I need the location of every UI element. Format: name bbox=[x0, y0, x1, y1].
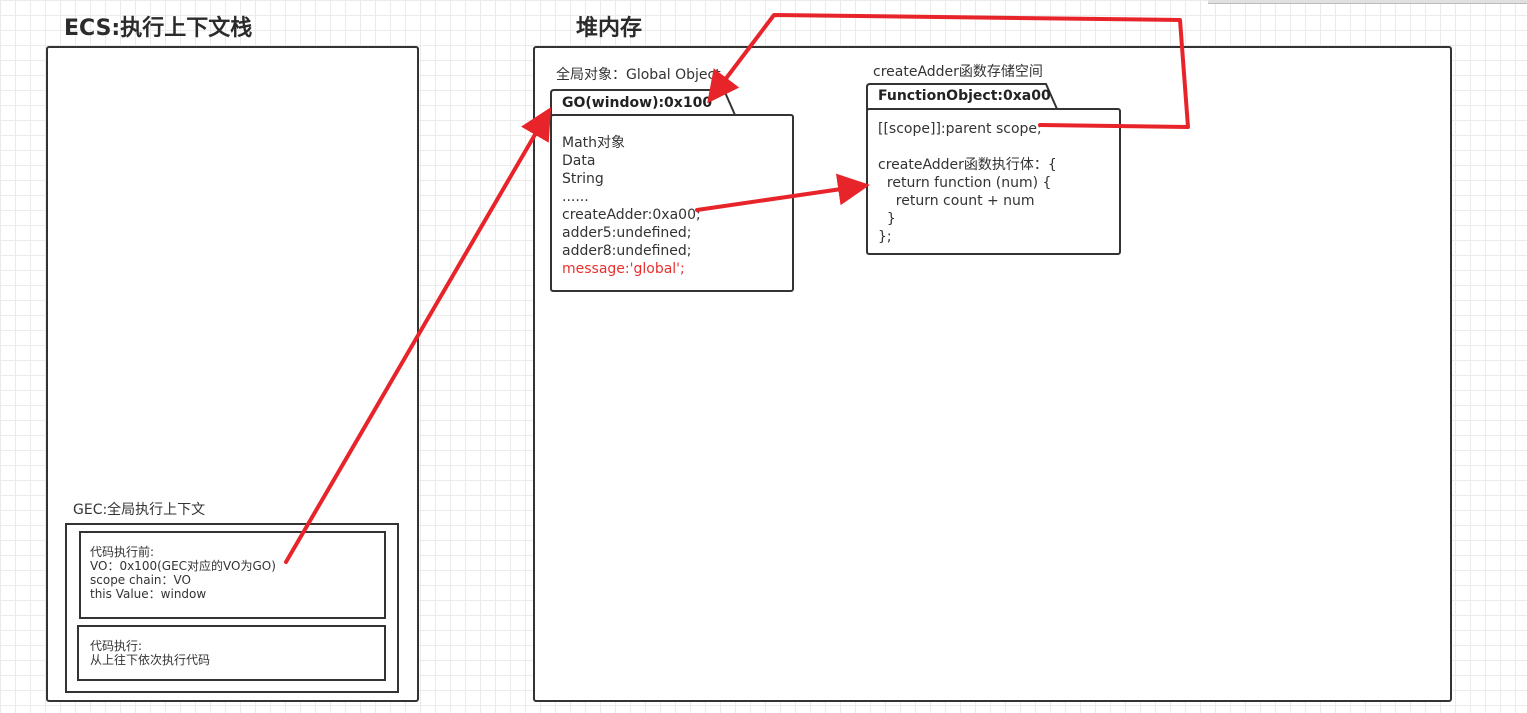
before-exec-line: 代码执行前: bbox=[90, 545, 155, 559]
fn-body-line: createAdder函数执行体：{ bbox=[878, 157, 1057, 173]
before-exec-line: this Value：window bbox=[90, 587, 207, 601]
go-line: adder5:undefined; bbox=[562, 225, 692, 241]
go-line: adder8:undefined; bbox=[562, 243, 692, 259]
go-line: Data bbox=[562, 153, 596, 169]
go-message-line: message:'global'; bbox=[562, 261, 685, 277]
go-line: String bbox=[562, 171, 604, 187]
go-line: ...... bbox=[562, 189, 589, 205]
before-exec-line: scope chain：VO bbox=[90, 573, 191, 587]
exec-line: 从上往下依次执行代码 bbox=[90, 653, 211, 667]
heap-title: 堆内存 bbox=[576, 16, 643, 41]
exec-box: 代码执行: 从上往下依次执行代码 bbox=[77, 625, 386, 681]
fn-body-line: }; bbox=[878, 229, 892, 245]
before-exec-line: VO：0x100(GEC对应的VO为GO) bbox=[90, 559, 276, 573]
vo-to-go-arrow bbox=[284, 107, 552, 564]
gec-label: GEC:全局执行上下文 bbox=[73, 502, 206, 518]
fn-body-line: return count + num bbox=[878, 193, 1035, 209]
fn-tab-shape bbox=[866, 83, 1058, 110]
createadder-to-fn-arrow bbox=[695, 173, 870, 212]
go-line: createAdder:0xa00; bbox=[562, 207, 701, 223]
go-line: Math对象 bbox=[562, 135, 626, 151]
parent-scope-arrow bbox=[707, 13, 1190, 129]
fn-tab-label: FunctionObject:0xa00 bbox=[878, 88, 1051, 104]
fn-body-line: } bbox=[878, 211, 896, 227]
before-exec-box: 代码执行前: VO：0x100(GEC对应的VO为GO) scope chain… bbox=[79, 531, 386, 619]
window-top-edge bbox=[1208, 0, 1527, 4]
go-tab-label: GO(window):0x100 bbox=[562, 95, 713, 111]
global-object-label: 全局对象：Global Object bbox=[556, 67, 721, 83]
fn-box: [[scope]]:parent scope; createAdder函数执行体… bbox=[866, 108, 1121, 255]
exec-line: 代码执行: bbox=[90, 639, 143, 653]
fn-body-line: return function (num) { bbox=[878, 175, 1052, 191]
fn-scope-line: [[scope]]:parent scope; bbox=[878, 121, 1042, 137]
ecs-title: ECS:执行上下文栈 bbox=[64, 16, 253, 41]
fn-storage-label: createAdder函数存储空间 bbox=[873, 64, 1043, 80]
go-tab-shape bbox=[550, 89, 736, 116]
